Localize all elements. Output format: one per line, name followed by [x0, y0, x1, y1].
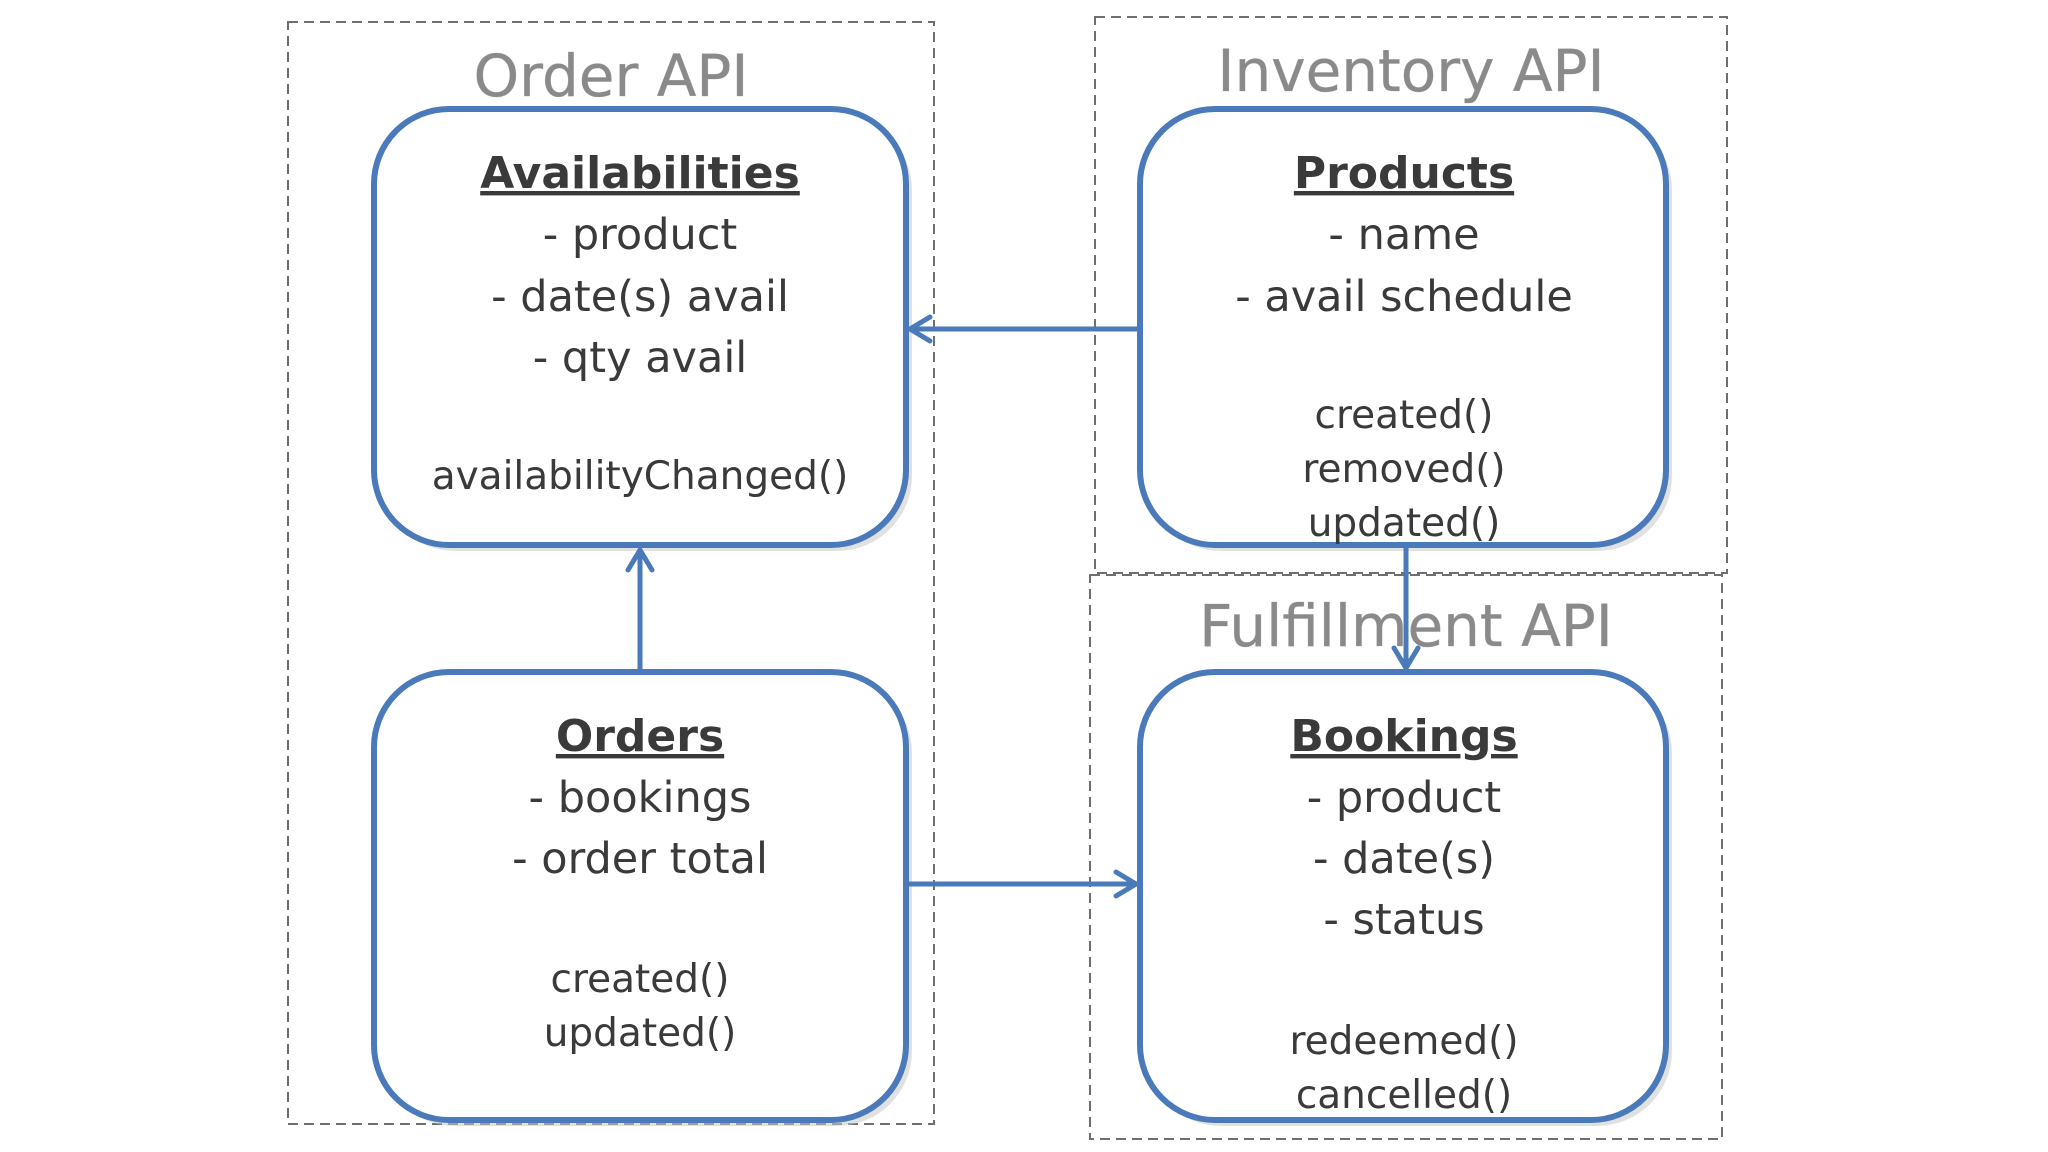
arrow-orders-to-bookings — [906, 869, 1139, 899]
products-title: Products — [1294, 148, 1514, 199]
order-api-title: Order API — [473, 42, 748, 110]
availabilities-entity: Availabilities - product - date(s) avail… — [371, 106, 912, 551]
availabilities-box — [371, 106, 909, 548]
bookings-title: Bookings — [1290, 711, 1517, 762]
orders-field: - bookings — [529, 773, 752, 823]
order-api-container: Order API — [287, 21, 935, 1125]
products-method: created() — [1315, 393, 1494, 438]
arrow-products-to-bookings — [1391, 545, 1421, 671]
bookings-method: redeemed() — [1289, 1019, 1518, 1064]
products-entity: Products - name - avail schedule created… — [1137, 106, 1672, 551]
arrow-orders-to-availabilities — [625, 547, 655, 672]
bookings-field: - status — [1323, 895, 1484, 945]
availabilities-field: - qty avail — [533, 333, 748, 383]
availabilities-method: availabilityChanged() — [432, 454, 849, 499]
inventory-api-container: Inventory API — [1094, 16, 1728, 574]
bookings-field: - product — [1307, 773, 1502, 823]
availabilities-title: Availabilities — [480, 148, 800, 199]
bookings-box — [1137, 669, 1669, 1123]
inventory-api-boundary — [1094, 16, 1728, 574]
arrowhead-down-icon — [1391, 645, 1421, 671]
bookings-entity: Bookings - product - date(s) - status re… — [1137, 669, 1672, 1126]
orders-method: created() — [551, 957, 730, 1002]
inventory-api-title: Inventory API — [1217, 37, 1604, 105]
arrowhead-up-icon — [625, 547, 655, 573]
products-field: - name — [1328, 210, 1479, 260]
arrowhead-left-icon — [907, 314, 933, 344]
bookings-method: cancelled() — [1296, 1073, 1512, 1118]
orders-method: updated() — [544, 1011, 737, 1056]
products-field: - avail schedule — [1235, 272, 1573, 322]
orders-title: Orders — [556, 711, 724, 762]
orders-entity: Orders - bookings - order total created(… — [371, 669, 912, 1126]
arrowhead-right-icon — [1113, 869, 1139, 899]
orders-field: - order total — [512, 834, 768, 884]
products-method: removed() — [1302, 447, 1505, 492]
fulfillment-api-boundary — [1089, 574, 1723, 1140]
availabilities-field: - date(s) avail — [491, 272, 789, 322]
arrow-products-to-availabilities — [907, 314, 1140, 344]
products-method: updated() — [1308, 501, 1501, 546]
availabilities-field: - product — [543, 210, 738, 260]
bookings-field: - date(s) — [1313, 834, 1495, 884]
